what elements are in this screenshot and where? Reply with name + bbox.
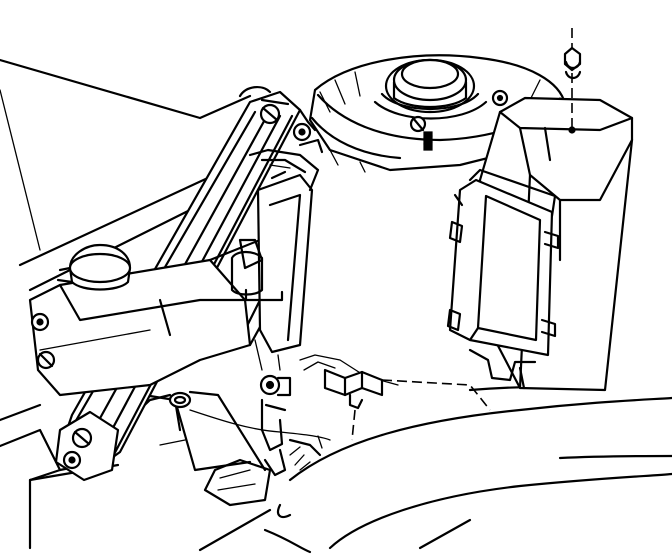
sensor-hose (254, 339, 292, 477)
coolant-reservoir (28, 238, 277, 397)
reservoir-cap (56, 243, 132, 291)
intake-duct (230, 148, 320, 354)
mounting-nut (563, 28, 582, 134)
air-filter-element (446, 178, 560, 390)
mounting-clip (323, 368, 491, 441)
grommet (168, 391, 192, 409)
